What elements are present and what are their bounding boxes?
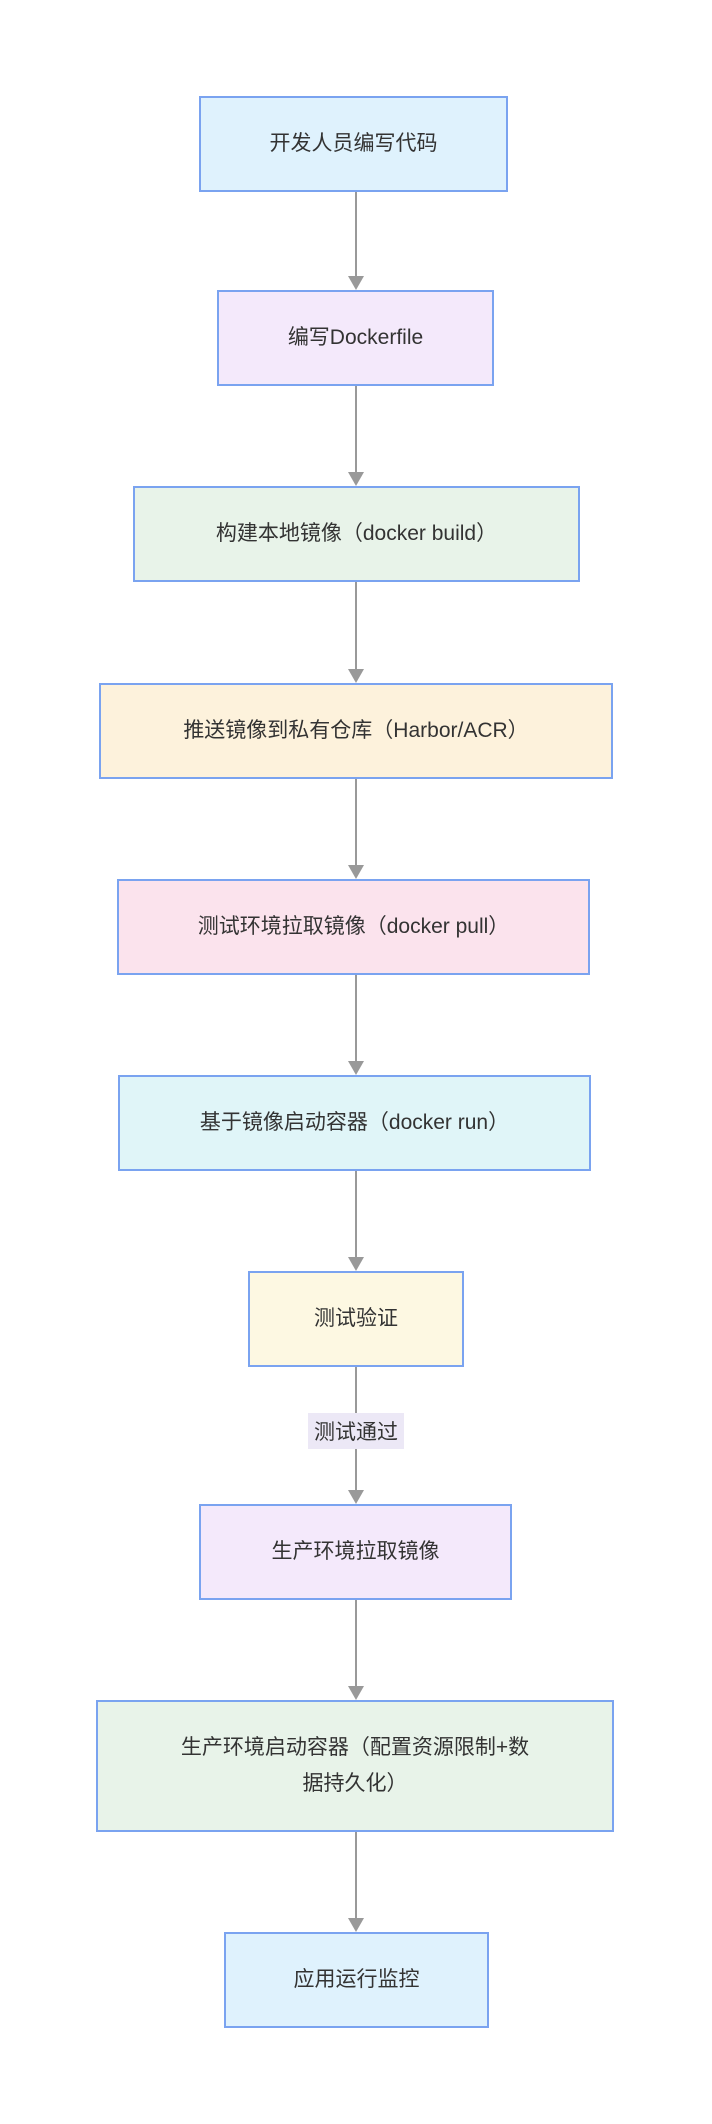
node-label: 生产环境启动容器（配置资源限制+数 据持久化）: [180, 1736, 530, 1795]
flow-node-prod-run-container: 生产环境启动容器（配置资源限制+数 据持久化）: [96, 1700, 614, 1832]
flow-arrow-6: [347, 1171, 365, 1271]
edge-label-test-passed: 测试通过: [308, 1413, 404, 1449]
node-label: 应用运行监控: [293, 1968, 420, 1991]
node-label: 推送镜像到私有仓库（Harbor/ACR）: [183, 719, 529, 742]
arrow-shaft: [355, 1832, 357, 1920]
node-label: 构建本地镜像（docker build）: [215, 522, 498, 545]
arrow-down-icon: [348, 669, 364, 683]
node-label: 基于镜像启动容器（docker run）: [199, 1111, 510, 1134]
node-label: 生产环境拉取镜像: [271, 1540, 440, 1563]
flow-node-test-verification: 测试验证: [248, 1271, 464, 1367]
arrow-down-icon: [348, 1686, 364, 1700]
flow-arrow-3: [347, 582, 365, 683]
arrow-shaft: [355, 1600, 357, 1688]
arrow-down-icon: [348, 1918, 364, 1932]
flow-arrow-8: [347, 1600, 365, 1700]
arrow-shaft: [355, 386, 357, 474]
flow-node-test-docker-run: 基于镜像启动容器（docker run）: [118, 1075, 591, 1171]
flow-arrow-5: [347, 975, 365, 1075]
flow-node-push-to-registry: 推送镜像到私有仓库（Harbor/ACR）: [99, 683, 613, 779]
arrow-down-icon: [348, 276, 364, 290]
flow-node-test-docker-pull: 测试环境拉取镜像（docker pull）: [117, 879, 590, 975]
flow-arrow-2: [347, 386, 365, 486]
node-label: 开发人员编写代码: [269, 132, 438, 155]
flow-arrow-1: [347, 192, 365, 290]
flow-node-prod-pull-image: 生产环境拉取镜像: [199, 1504, 512, 1600]
node-label: 测试环境拉取镜像（docker pull）: [197, 915, 510, 938]
arrow-shaft: [355, 582, 357, 671]
node-label: 编写Dockerfile: [287, 326, 424, 349]
arrow-shaft: [355, 192, 357, 278]
arrow-shaft: [355, 779, 357, 867]
arrow-down-icon: [348, 865, 364, 879]
flow-node-developer-writes-code: 开发人员编写代码: [199, 96, 508, 192]
arrow-shaft: [355, 1171, 357, 1259]
flow-arrow-4: [347, 779, 365, 879]
arrow-shaft: [355, 975, 357, 1063]
node-label: 测试验证: [314, 1307, 398, 1330]
flow-arrow-9: [347, 1832, 365, 1932]
arrow-down-icon: [348, 1061, 364, 1075]
arrow-down-icon: [348, 472, 364, 486]
flow-node-write-dockerfile: 编写Dockerfile: [217, 290, 494, 386]
flow-node-app-monitoring: 应用运行监控: [224, 1932, 489, 2028]
flow-node-docker-build: 构建本地镜像（docker build）: [133, 486, 580, 582]
arrow-down-icon: [348, 1257, 364, 1271]
arrow-down-icon: [348, 1490, 364, 1504]
